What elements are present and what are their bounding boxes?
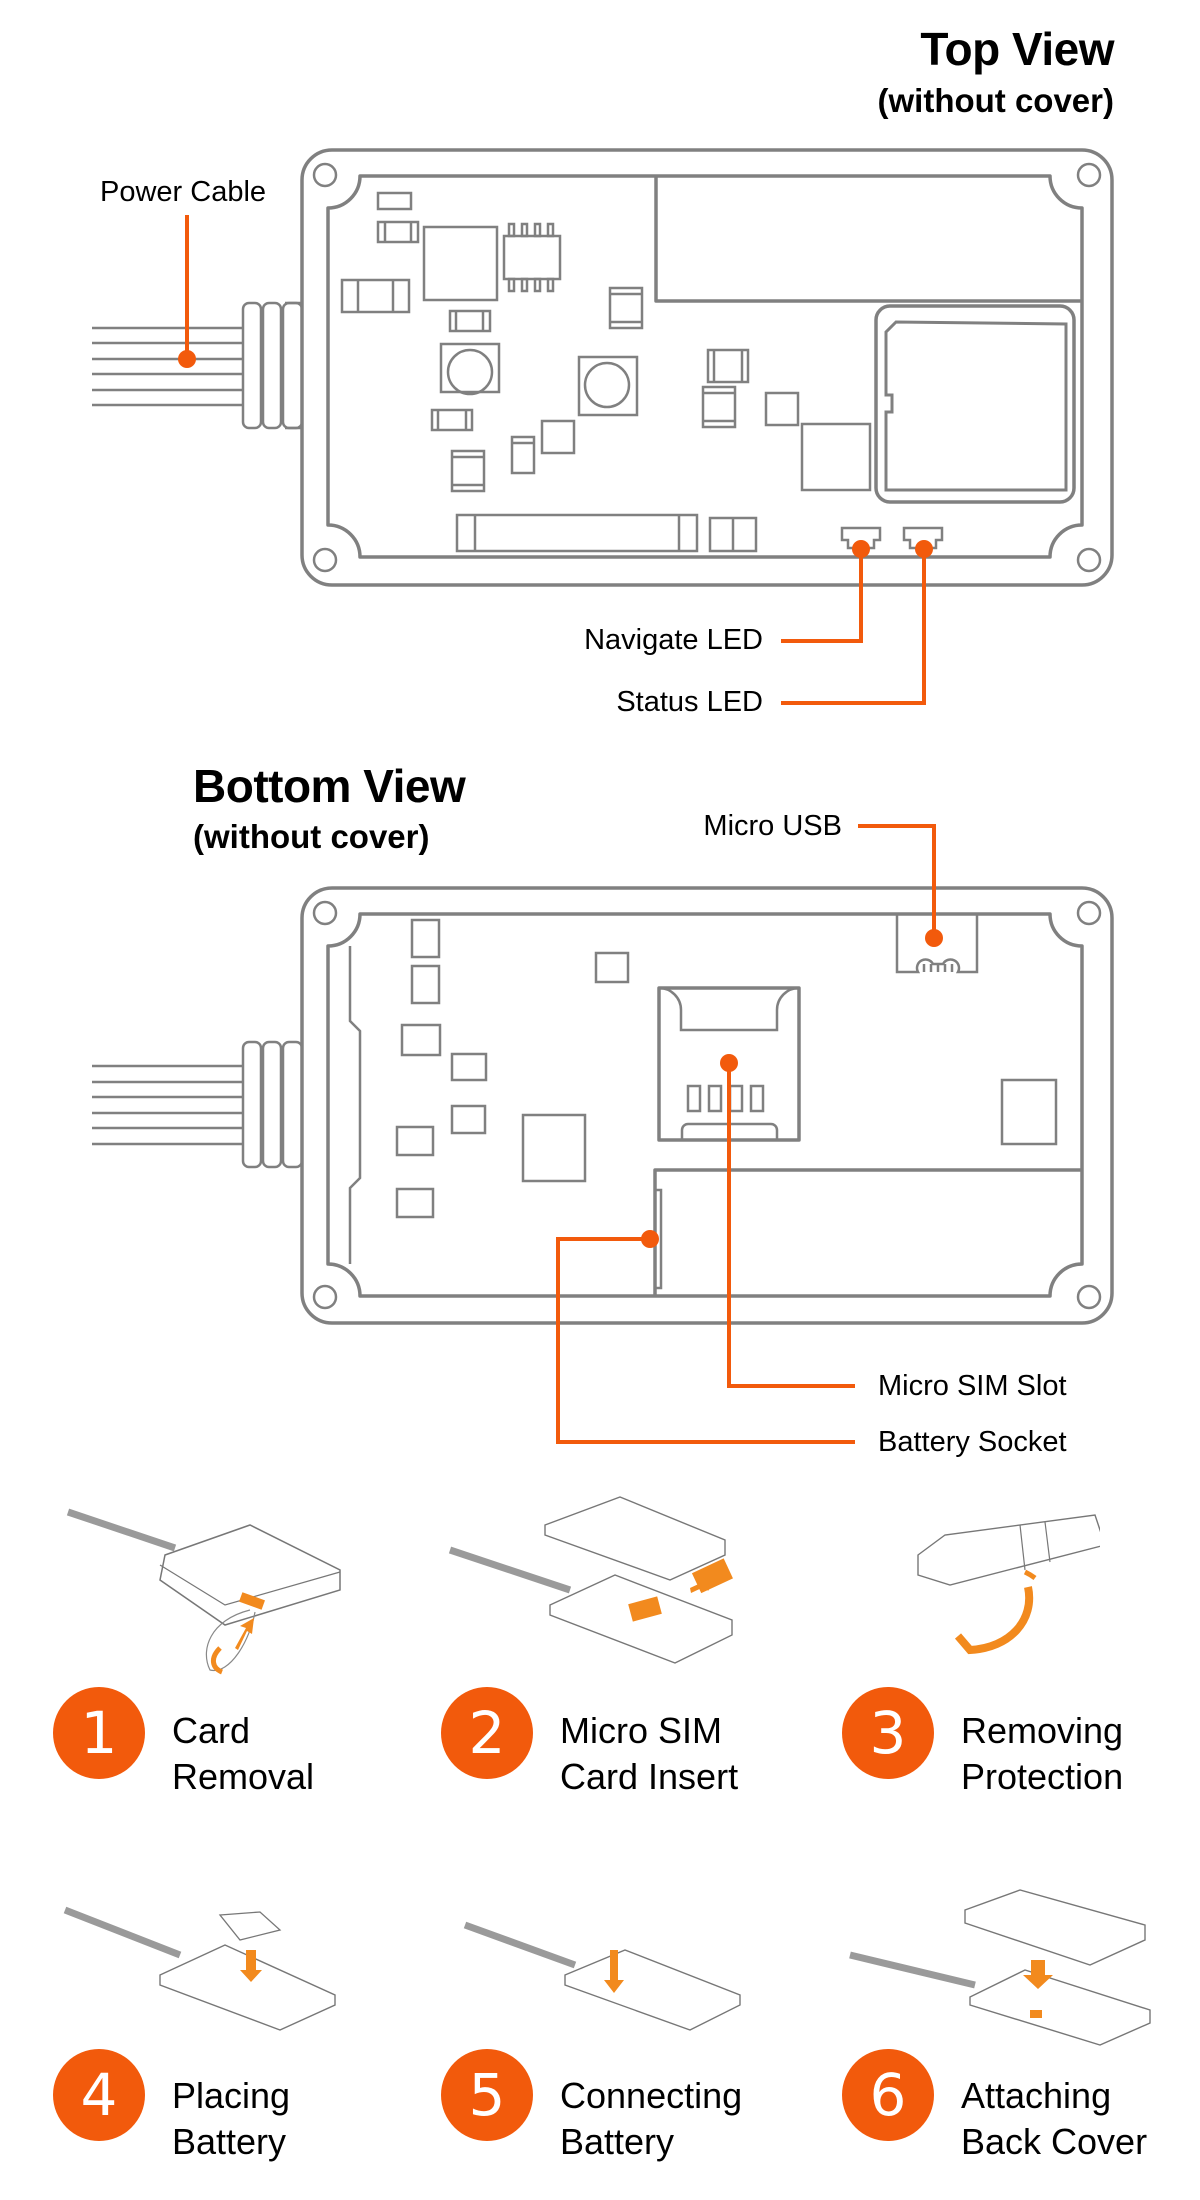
step-1-label: Card Removal bbox=[172, 1708, 314, 1800]
navigate-led-component bbox=[840, 526, 882, 550]
step-6-badge: 6 bbox=[842, 2049, 934, 2141]
battery-socket-leader bbox=[556, 1237, 855, 1444]
micro-usb-marker bbox=[925, 929, 943, 947]
step-5-line-2: Battery bbox=[560, 2121, 675, 2162]
step-5-line-1: Connecting bbox=[560, 2075, 743, 2116]
top-view-device bbox=[92, 148, 1114, 705]
step-3-line-1: Removing bbox=[961, 1710, 1124, 1751]
antenna-area bbox=[654, 176, 1082, 303]
step-6-illustration bbox=[849, 1889, 1151, 2046]
step-3-line-2: Protection bbox=[961, 1756, 1124, 1797]
status-led-marker bbox=[915, 540, 933, 558]
step-4-illustration bbox=[63, 1906, 336, 2031]
step-6-line-1: Attaching bbox=[961, 2075, 1112, 2116]
step-1-illustration bbox=[66, 1508, 341, 1675]
battery-socket-label: Battery Socket bbox=[878, 1426, 1067, 1458]
step-1-line-2: Removal bbox=[172, 1756, 315, 1797]
gps-chip bbox=[884, 320, 1068, 492]
step-4-badge: 4 bbox=[53, 2049, 145, 2141]
step-3-illustration bbox=[917, 1514, 1100, 1655]
bottom-view-title: Bottom View bbox=[193, 760, 466, 812]
step-2-label: Micro SIM Card Insert bbox=[560, 1708, 738, 1800]
gps-module bbox=[874, 304, 1076, 504]
step-2-line-2: Card Insert bbox=[560, 1756, 739, 1797]
micro-sim-leader bbox=[727, 1063, 855, 1388]
button-component bbox=[439, 342, 501, 394]
power-cable-wires bbox=[92, 326, 243, 407]
power-cable-label: Power Cable bbox=[100, 176, 267, 208]
navigate-led-leader bbox=[781, 548, 863, 643]
step-6-label: Attaching Back Cover bbox=[961, 2073, 1147, 2165]
bottom-view-device bbox=[92, 824, 1114, 1444]
battery-socket-marker bbox=[641, 1230, 659, 1248]
connector-bar bbox=[455, 513, 699, 553]
top-view-subtitle: (without cover) bbox=[877, 82, 1115, 119]
step-4-line-2: Battery bbox=[172, 2121, 287, 2162]
step-4-label: Placing Battery bbox=[172, 2073, 290, 2165]
step-2-line-1: Micro SIM bbox=[560, 1710, 722, 1751]
step-1-badge: 1 bbox=[53, 1687, 145, 1779]
step-6-line-2: Back Cover bbox=[961, 2121, 1148, 2162]
screw-hole-icon bbox=[1076, 162, 1102, 188]
power-cable-marker bbox=[178, 350, 196, 368]
micro-sim-marker bbox=[720, 1054, 738, 1072]
step-3-badge: 3 bbox=[842, 1687, 934, 1779]
step-2-illustration bbox=[448, 1496, 733, 1664]
step-5-badge: 5 bbox=[441, 2049, 533, 2141]
bottom-case-outline bbox=[300, 886, 1114, 1325]
status-led-component bbox=[902, 526, 944, 550]
navigate-led-marker bbox=[852, 540, 870, 558]
device-diagrams bbox=[92, 148, 1114, 1444]
screw-hole-icon bbox=[1076, 547, 1102, 573]
screw-hole-icon bbox=[312, 547, 338, 573]
screw-hole-icon bbox=[312, 162, 338, 188]
micro-usb-label: Micro USB bbox=[703, 810, 842, 842]
bottom-view-subtitle: (without cover) bbox=[193, 818, 430, 855]
micro-sim-slot-label: Micro SIM Slot bbox=[878, 1370, 1067, 1402]
micro-usb-leader bbox=[858, 824, 936, 938]
step-1-line-1: Card bbox=[172, 1710, 251, 1751]
status-led-label: Status LED bbox=[616, 686, 763, 718]
step-2-badge: 2 bbox=[441, 1687, 533, 1779]
battery-area bbox=[653, 1168, 1082, 1296]
bottom-board-outline bbox=[326, 912, 1084, 1298]
top-board-outline bbox=[326, 174, 1084, 559]
status-led-leader bbox=[781, 548, 926, 705]
navigate-led-label: Navigate LED bbox=[584, 624, 763, 656]
step-4-line-1: Placing bbox=[172, 2075, 291, 2116]
step-3-label: Removing Protection bbox=[961, 1708, 1123, 1800]
top-view-title: Top View bbox=[920, 23, 1114, 75]
step-5-illustration bbox=[463, 1921, 741, 2031]
step-5-label: Connecting Battery bbox=[560, 2073, 742, 2165]
